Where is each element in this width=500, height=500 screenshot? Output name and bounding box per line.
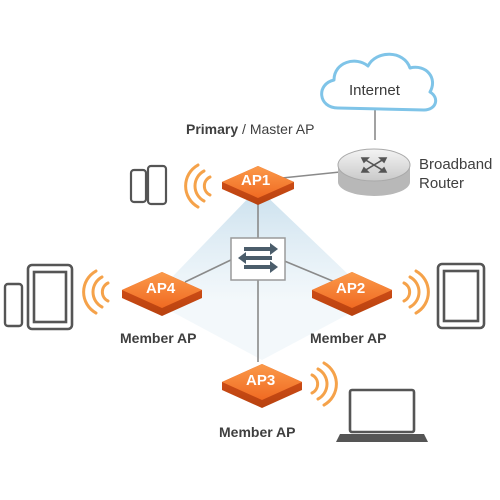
ap1-label: AP1 <box>241 172 271 189</box>
wifi-signal-icon <box>82 269 110 315</box>
master-ap-rest: Master AP <box>249 121 315 137</box>
ap2-label: AP2 <box>336 280 366 297</box>
coverage-cone-lower <box>150 300 375 360</box>
ap4-device <box>122 272 202 316</box>
ap3-caption: Member AP <box>219 424 296 440</box>
router-icon <box>337 148 411 196</box>
router-label-line1: Broadband <box>419 156 493 173</box>
master-ap-label: Primary / Master AP <box>186 121 314 137</box>
master-ap-prefix: Primary <box>186 121 239 137</box>
ap2-device <box>312 272 392 316</box>
wifi-signal-icon <box>184 163 212 209</box>
ap3-device <box>222 364 302 408</box>
router-label-line2: Router <box>419 175 465 192</box>
ap2-caption: Member AP <box>310 330 387 346</box>
ap4-caption: Member AP <box>120 330 197 346</box>
phone-icon <box>3 282 24 328</box>
wifi-signal-icon <box>402 269 430 315</box>
tablet-icon <box>436 262 486 330</box>
ap4-label: AP4 <box>146 280 176 297</box>
master-ap-separator: / <box>238 121 250 137</box>
laptop-icon <box>336 388 428 442</box>
switch-icon <box>230 237 286 281</box>
tablet-icon <box>26 263 74 331</box>
cloud-icon <box>320 52 438 112</box>
wifi-signal-icon <box>310 361 338 407</box>
internet-label: Internet <box>349 82 400 99</box>
ap3-label: AP3 <box>246 372 276 389</box>
ap1-device <box>222 166 294 205</box>
phone-icon <box>129 164 168 206</box>
